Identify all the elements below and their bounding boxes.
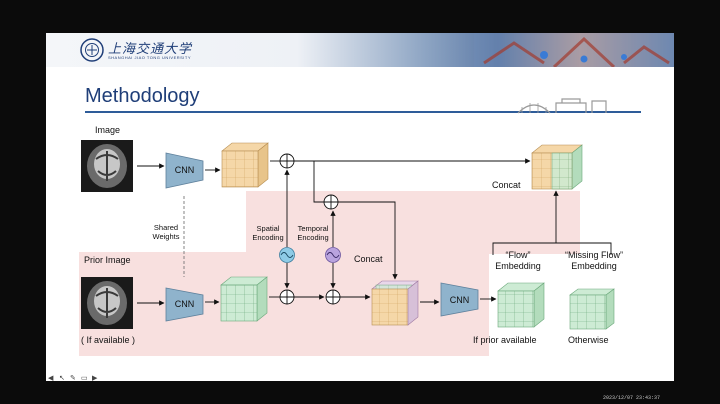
otherwise-label: Otherwise <box>568 335 609 345</box>
add-operator-top-1 <box>279 153 295 169</box>
university-name-en: SHANGHAI JIAO TONG UNIVERSITY <box>108 55 192 60</box>
cnn-top-label: CNN <box>174 165 195 175</box>
if-available-label: ( If available ) <box>81 335 136 345</box>
feature-cube-bottom <box>220 276 268 322</box>
timestamp: 2023/12/07 23:43:37 <box>603 395 661 401</box>
methodology-diagram <box>79 140 615 356</box>
if-prior-available-label: If prior available <box>473 335 537 345</box>
shared-weights-label: Shared Weights <box>152 223 180 241</box>
prior-image-label: Prior Image <box>84 255 131 265</box>
cnn-block-right <box>440 282 479 317</box>
banner-decoration <box>474 33 674 67</box>
spatial-encoding-circle <box>279 247 295 263</box>
flow-embedding-label: “Flow” Embedding <box>495 250 541 271</box>
brain-image-bottom <box>81 277 133 329</box>
presenter-toolbar: ◀ ↖ ✎ ▭ ▶ <box>46 374 674 384</box>
concat-cube-top <box>531 144 583 190</box>
encoding-region <box>246 191 580 254</box>
add-operator-bottom-2 <box>325 289 341 305</box>
temporal-encoding-circle <box>325 247 341 263</box>
missing-flow-embedding-label: “Missing Flow” Embedding <box>564 250 623 271</box>
prev-slide-icon[interactable]: ◀ <box>48 375 54 382</box>
cnn-bottom-label: CNN <box>174 299 195 309</box>
add-operator-top-2 <box>323 194 339 210</box>
cnn-right-label: CNN <box>449 295 470 305</box>
university-name-cn: 上海交通大学 <box>108 42 193 57</box>
presentation-slide: 上海交通大学 SHANGHAI JIAO TONG UNIVERSITY Met… <box>46 33 674 381</box>
slide-title: Methodology <box>85 85 200 107</box>
spatial-encoding-label: Spatial Encoding <box>252 224 284 242</box>
brain-image-top <box>81 140 133 192</box>
cnn-block-top <box>165 152 204 189</box>
concat-cube-mid <box>371 280 419 326</box>
pointer-icon[interactable]: ↖ <box>59 375 65 382</box>
campus-gate-icon <box>517 98 607 114</box>
prior-branch-region <box>79 252 489 356</box>
title-underline <box>85 111 641 113</box>
image-label: Image <box>95 125 121 135</box>
menu-icon[interactable]: ▭ <box>81 375 88 382</box>
pen-icon[interactable]: ✎ <box>70 375 76 382</box>
flow-embedding-cube <box>497 282 545 328</box>
university-logo <box>80 38 104 62</box>
arrow-top-branch-to-concat-mid <box>338 201 398 280</box>
line-top-branch-down <box>313 161 324 203</box>
concat-top-label: Concat <box>492 180 521 190</box>
missing-flow-embedding-cube <box>569 288 615 330</box>
concat-mid-label: Concat <box>354 254 383 264</box>
header-banner: 上海交通大学 SHANGHAI JIAO TONG UNIVERSITY <box>46 33 674 67</box>
add-operator-bottom-1 <box>279 289 295 305</box>
bracket-embedding-choice <box>492 242 612 255</box>
next-slide-icon[interactable]: ▶ <box>92 375 98 382</box>
cnn-block-bottom <box>165 287 204 322</box>
feature-cube-top <box>221 142 269 188</box>
temporal-encoding-label: Temporal Encoding <box>297 224 329 242</box>
